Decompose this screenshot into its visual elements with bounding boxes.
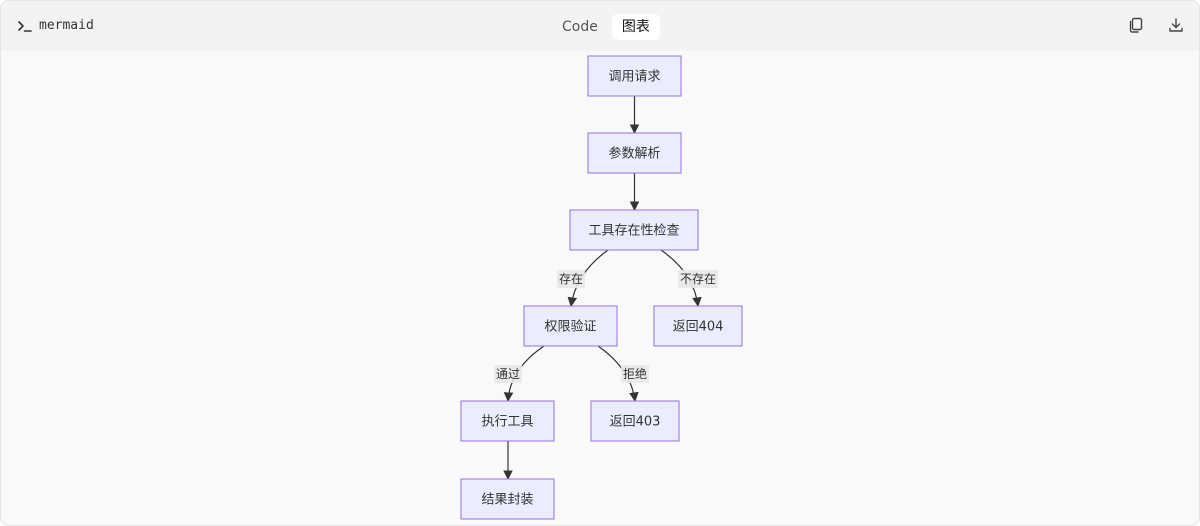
copy-icon[interactable] <box>1127 16 1145 34</box>
node-exists: 工具存在性检查 <box>569 209 699 251</box>
edge-label: 不存在 <box>678 270 718 288</box>
language-label: mermaid <box>17 18 94 33</box>
node-box <box>587 55 682 97</box>
node-box <box>460 400 555 442</box>
download-icon[interactable] <box>1167 16 1185 34</box>
edge-label: 拒绝 <box>621 365 649 383</box>
tab-diagram[interactable]: 图表 <box>611 14 660 40</box>
edge-label-text: 通过 <box>496 367 520 381</box>
header-actions <box>1127 16 1185 34</box>
node-auth: 权限验证 <box>523 305 618 347</box>
node-call: 调用请求 <box>587 55 682 97</box>
terminal-icon <box>17 19 33 33</box>
node-label: 返回404 <box>673 320 724 335</box>
edge-label-text: 存在 <box>559 272 583 286</box>
edge-label: 存在 <box>557 270 585 288</box>
node-label: 参数解析 <box>608 146 660 162</box>
node-wrap: 结果封装 <box>460 478 555 520</box>
node-label: 调用请求 <box>608 70 660 85</box>
node-box <box>590 400 680 442</box>
edge-label-text: 拒绝 <box>623 366 647 381</box>
view-tabs: Code 图表 <box>552 14 660 40</box>
node-parse: 参数解析 <box>587 132 682 174</box>
node-label: 工具存在性检查 <box>588 224 679 239</box>
node-label: 返回403 <box>610 415 661 430</box>
node-box <box>587 132 682 174</box>
node-label: 结果封装 <box>481 493 533 508</box>
node-exec: 执行工具 <box>460 400 555 442</box>
panel-header: mermaid Code 图表 <box>1 1 1199 51</box>
language-name: mermaid <box>39 18 94 33</box>
node-r404: 返回404 <box>653 305 743 347</box>
edge-label: 通过 <box>494 365 522 383</box>
node-box <box>523 305 618 347</box>
edge-label-text: 不存在 <box>680 272 716 286</box>
node-box <box>460 478 555 520</box>
diagram-canvas: 存在 不存在通过 拒绝 调用请求参数解析工具存在性检查权限验证 返回404 执行工具 返回… <box>1 51 1199 525</box>
node-box <box>653 305 743 347</box>
tab-code[interactable]: Code <box>562 19 598 35</box>
node-box <box>569 209 699 251</box>
node-label: 执行工具 <box>481 415 533 430</box>
node-label: 权限验证 <box>544 319 596 335</box>
node-r403: 返回403 <box>590 400 680 442</box>
